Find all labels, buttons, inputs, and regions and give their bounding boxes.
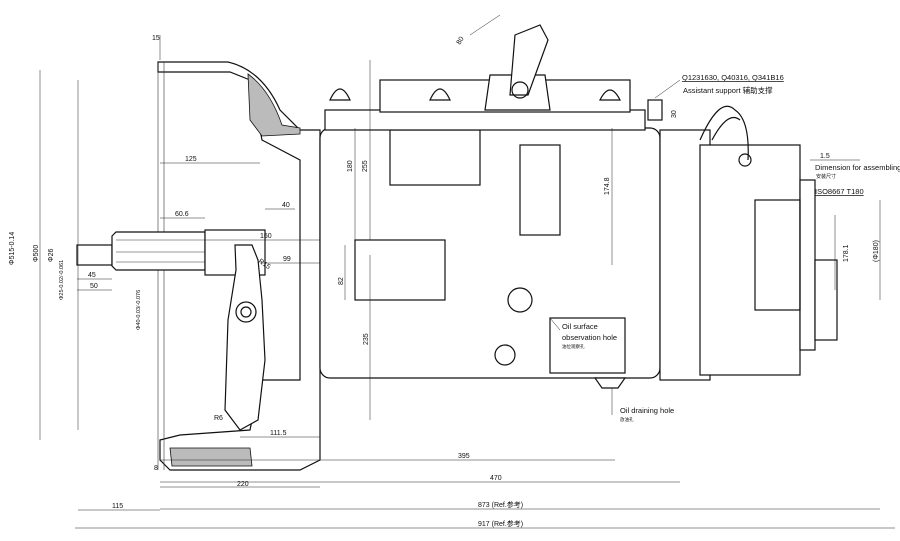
dim-dia180: (Φ180): [873, 240, 880, 262]
dim-dia500: Φ500: [33, 245, 40, 262]
assistant-support-label: Assistant support 辅助支撑: [683, 85, 773, 95]
dim-111-5: 111.5: [270, 430, 287, 437]
dimension-labels: 15 80 180 255 174.8 30 1.5 125 60.6 40 1…: [9, 35, 880, 528]
assembling-dimension-cn: 安装尺寸: [816, 173, 836, 180]
oil-surface-label: Oil surface: [562, 322, 598, 331]
dim-dia25: Φ25-0.02/-0.061: [59, 260, 65, 300]
dim-160: 160: [260, 233, 272, 240]
dim-115: 115: [112, 503, 123, 510]
dim-395: 395: [458, 453, 470, 460]
main-housing: [319, 127, 661, 389]
dimension-lines: [39, 14, 895, 529]
dim-99: 99: [283, 256, 291, 263]
shift-tower: [324, 24, 663, 131]
dim-dia26: Φ26: [48, 249, 55, 262]
dim-30: 30: [671, 110, 678, 118]
assembling-dimension-label: Dimension for assembling: [815, 163, 900, 172]
oil-draining-cn: 放油孔: [620, 416, 634, 423]
dim-235: 235: [363, 333, 370, 345]
dim-dia515: Φ515-0.14: [9, 232, 16, 265]
iso-flange-label: ISO8667 T180: [815, 187, 864, 196]
dim-8: 8: [154, 465, 158, 472]
dim-1-5: 1.5: [820, 153, 830, 160]
dim-220: 220: [237, 481, 249, 488]
dim-125: 125: [185, 156, 197, 163]
dim-80: 80: [456, 36, 466, 46]
dim-255: 255: [362, 160, 369, 172]
dim-15-top: 15: [152, 35, 160, 42]
annotations: Q1231630, Q40316, Q341B16 Assistant supp…: [562, 73, 900, 423]
dim-50: 50: [90, 283, 98, 290]
dim-174-8: 174.8: [604, 177, 611, 195]
dim-470: 470: [490, 475, 502, 482]
oil-draining-label: Oil draining hole: [620, 406, 674, 415]
dim-917: 917 (Ref.参考): [478, 519, 523, 528]
rear-section: [659, 105, 838, 381]
dim-82: 82: [338, 277, 345, 285]
assistant-support-parts: Q1231630, Q40316, Q341B16: [682, 73, 784, 82]
dim-dia40: Φ40-0.03/-0.076: [136, 290, 142, 330]
observation-hole-label: observation hole: [562, 333, 617, 342]
dim-180: 180: [347, 160, 354, 172]
dim-60-6: 60.6: [175, 211, 189, 218]
dim-40: 40: [282, 202, 290, 209]
release-fork: [224, 244, 266, 431]
dim-873: 873 (Ref.参考): [478, 500, 523, 509]
dim-r6: R6: [214, 415, 223, 422]
dim-45: 45: [88, 272, 96, 279]
oil-surface-cn: 油位观察孔: [562, 343, 585, 350]
dim-178-1: 178.1: [843, 244, 850, 262]
